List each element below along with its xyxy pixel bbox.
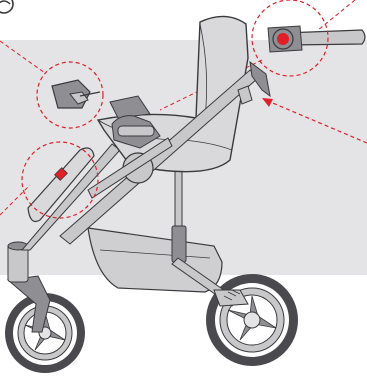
- top-left-icon: [0, 0, 13, 13]
